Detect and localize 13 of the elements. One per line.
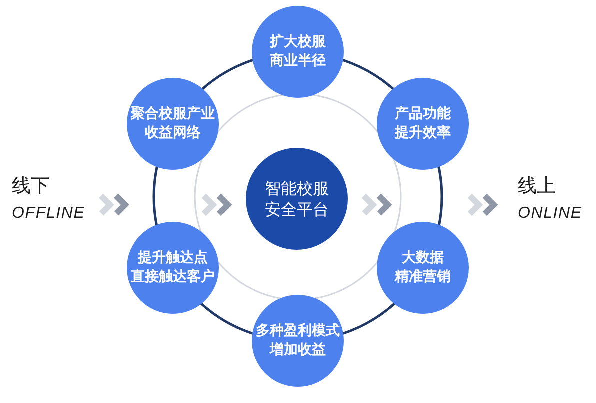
chevron-arrow	[361, 192, 500, 218]
channel-caption: OFFLINE	[12, 204, 86, 224]
feature-text: 扩大校服商业半径	[270, 33, 326, 71]
feature-text: 大数据精准营销	[395, 249, 451, 287]
feature-text: 多种盈利模式增加收益	[256, 322, 340, 360]
feature-text: 提升触达点直接触达客户	[131, 249, 215, 287]
channel-caption: ONLINE	[518, 204, 582, 224]
chevron-arrow	[98, 192, 234, 218]
platform-text: 智能校服安全平台	[265, 178, 329, 220]
channel-label: 线上	[518, 174, 556, 198]
feature-text: 聚合校服产业收益网络	[131, 105, 215, 143]
feature-text: 产品功能提升效率	[395, 105, 451, 143]
channel-label: 线下	[12, 174, 50, 198]
